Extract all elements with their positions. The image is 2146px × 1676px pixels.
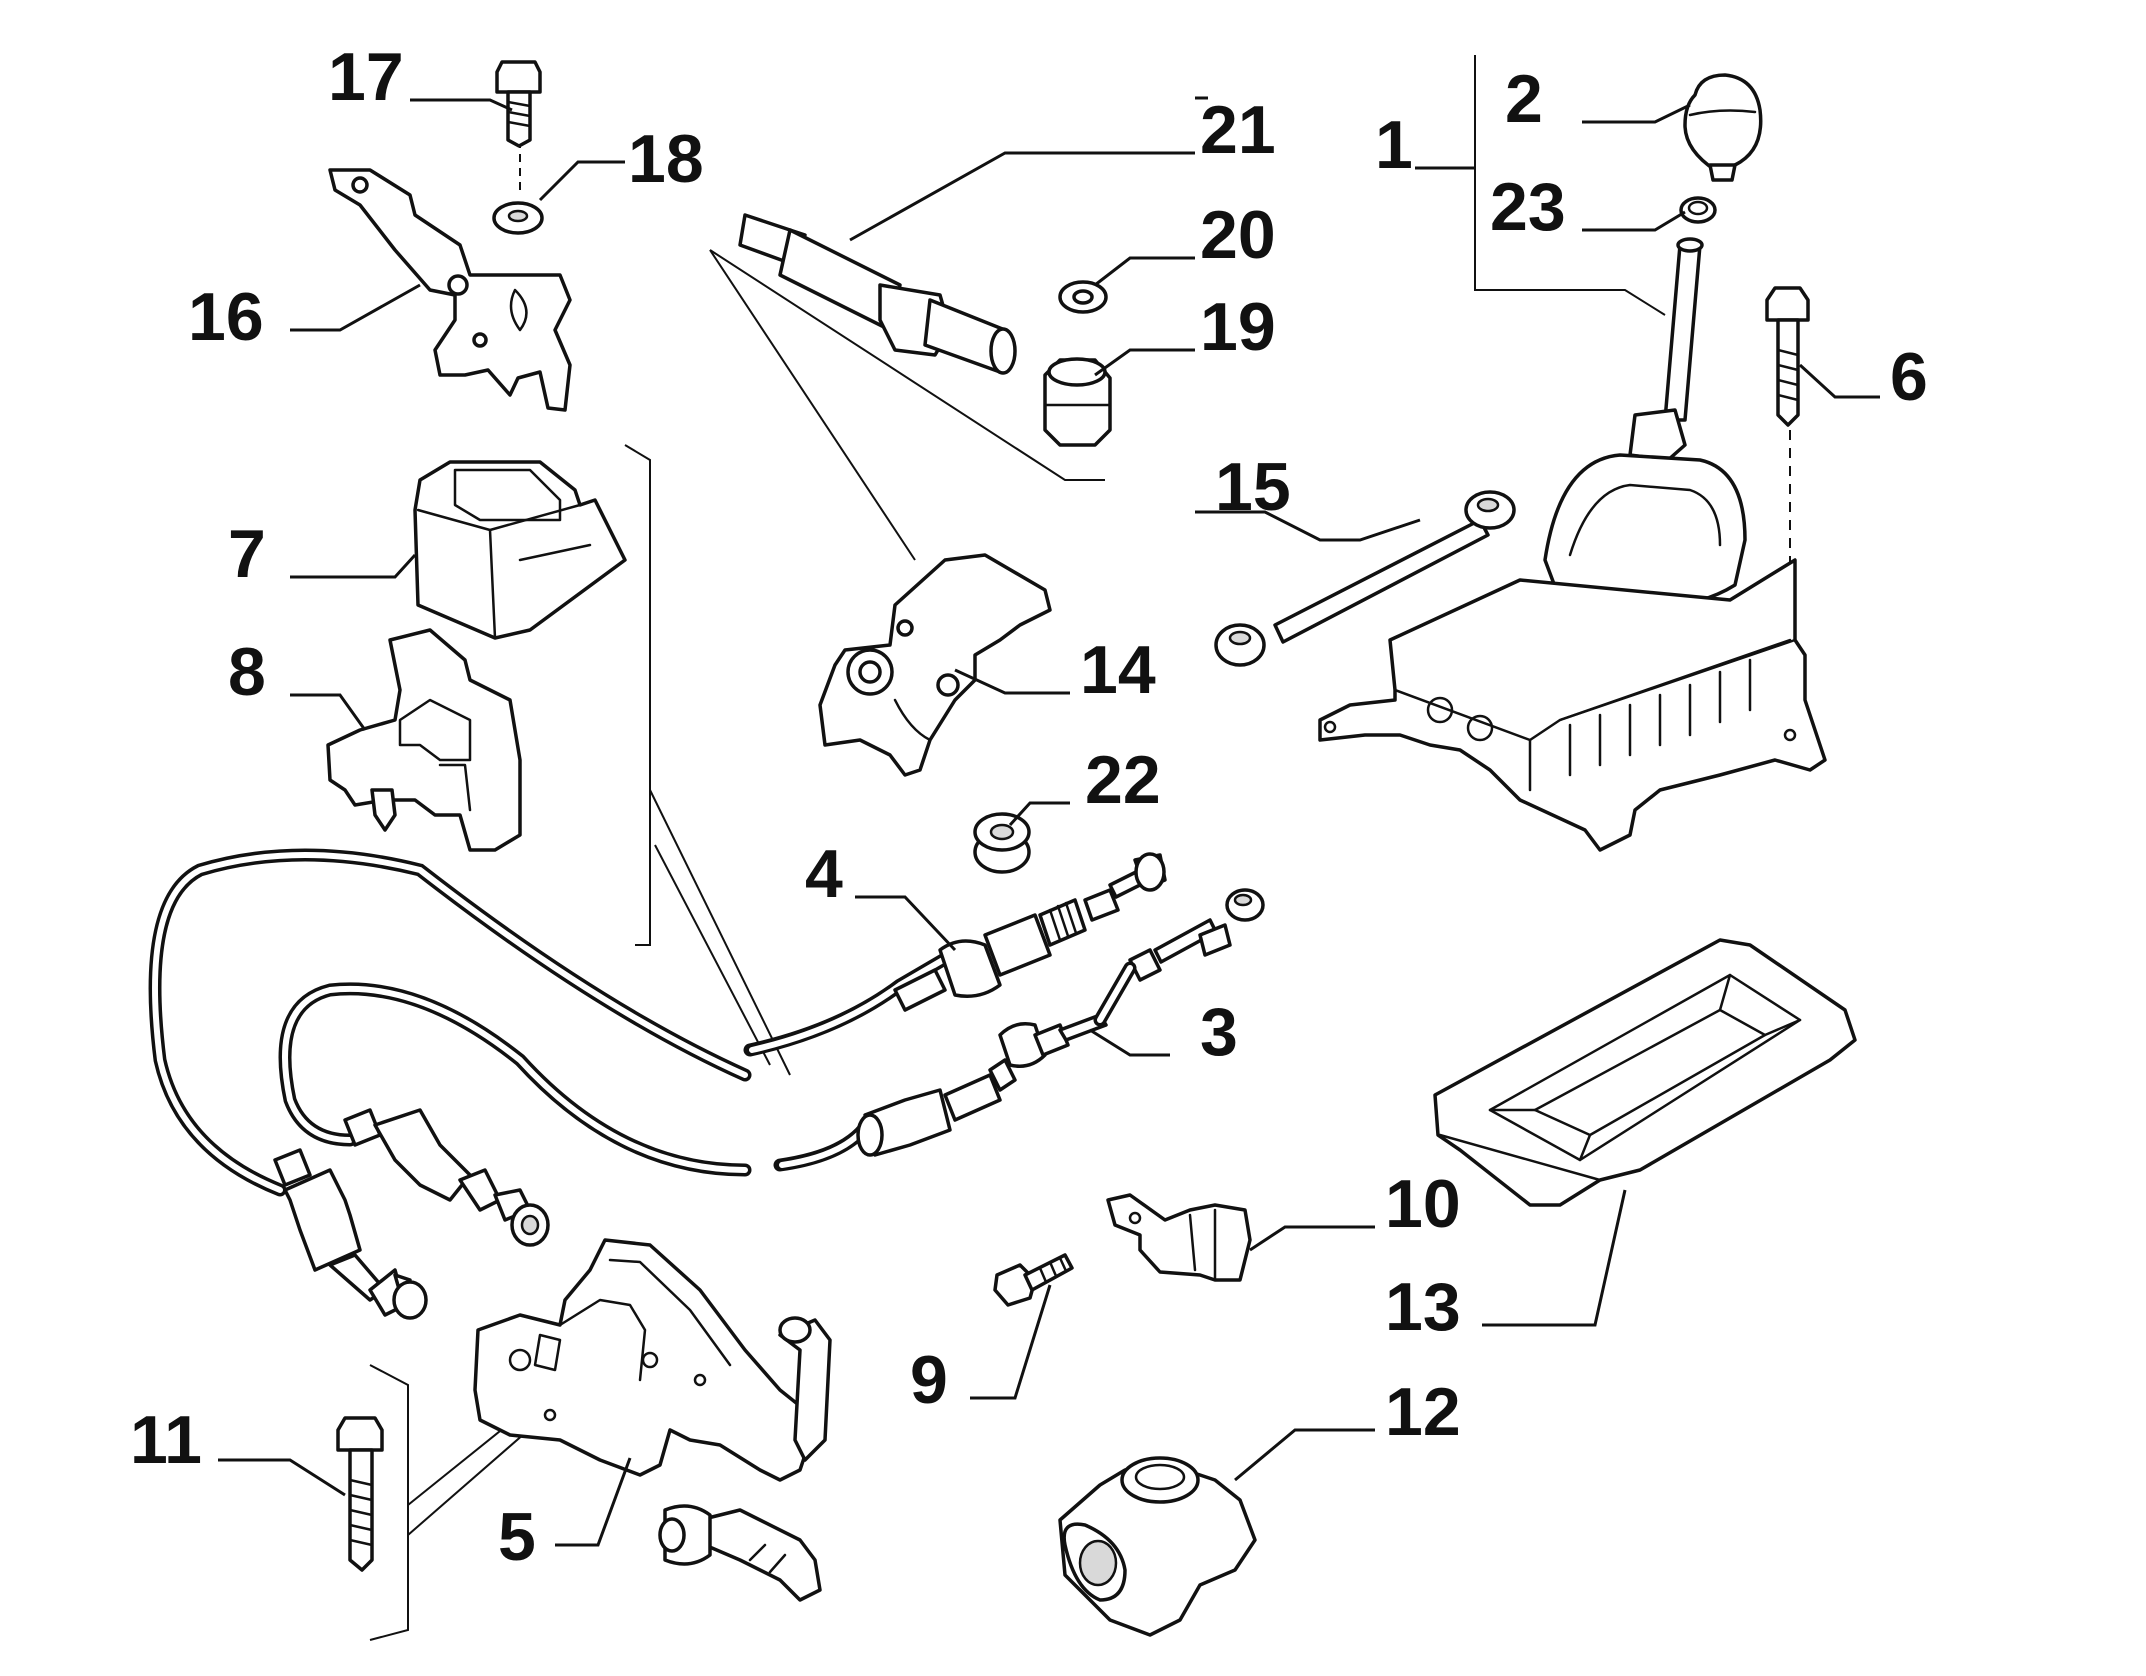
leader-lines	[218, 96, 1880, 1547]
callout-4: 4	[805, 836, 843, 912]
part-10-clip	[1106, 1193, 1252, 1282]
callout-15: 15	[1215, 449, 1291, 525]
callout-17: 17	[328, 39, 404, 115]
part-1-gear-lever-assembly	[1318, 237, 1827, 852]
callout-19: 19	[1200, 289, 1276, 365]
part-18-washer	[492, 201, 544, 235]
part-13-bezel	[1433, 938, 1857, 1207]
callout-2: 2	[1505, 61, 1543, 137]
callout-10: 10	[1385, 1166, 1461, 1242]
part-16-bracket	[328, 168, 572, 412]
callout-6: 6	[1890, 339, 1928, 415]
callout-1: 1	[1375, 107, 1413, 183]
callout-14: 14	[1080, 632, 1156, 708]
part-19-nut	[1043, 357, 1112, 447]
part-14-lever-bracket	[818, 553, 1052, 777]
cable-ends-lower	[273, 1108, 550, 1320]
part-2-knob	[1683, 73, 1763, 182]
callout-5: 5	[498, 1499, 536, 1575]
part-22-spacer	[973, 812, 1031, 874]
callout-labels: 17 18 16 21 20 19 15 1 2 23 6 7 8 14 22 …	[130, 39, 1928, 1575]
part-8-clip	[326, 628, 522, 852]
part-11-bolt	[336, 1416, 384, 1572]
part-3-cable	[773, 888, 1265, 1172]
callout-12: 12	[1385, 1374, 1461, 1450]
cable-loop-outer	[148, 848, 752, 1197]
callout-22: 22	[1085, 742, 1161, 818]
part-21-shaft	[738, 213, 1017, 375]
part-17-bolt	[495, 60, 542, 148]
callout-20: 20	[1200, 197, 1276, 273]
part-23-ring	[1679, 196, 1717, 224]
part-20-washer	[1058, 280, 1108, 314]
part-5-selector-bracket	[473, 1238, 832, 1602]
callout-23: 23	[1490, 169, 1566, 245]
callout-9: 9	[910, 1342, 948, 1418]
part-4-cable	[743, 852, 1167, 1057]
part-15-link-rod	[1214, 490, 1516, 667]
cable-loop-inner	[278, 982, 752, 1177]
callout-11: 11	[130, 1402, 202, 1478]
part-7-cover	[413, 460, 627, 640]
callout-21: 21	[1200, 92, 1276, 168]
callout-18: 18	[628, 121, 704, 197]
callout-7: 7	[228, 516, 266, 592]
part-6-bolt	[1765, 286, 1810, 427]
callout-13: 13	[1385, 1269, 1461, 1345]
part-9-screw	[993, 1253, 1074, 1307]
callout-3: 3	[1200, 994, 1238, 1070]
callout-8: 8	[228, 634, 266, 710]
part-12-bushing	[1058, 1456, 1257, 1637]
callout-16: 16	[188, 279, 264, 355]
